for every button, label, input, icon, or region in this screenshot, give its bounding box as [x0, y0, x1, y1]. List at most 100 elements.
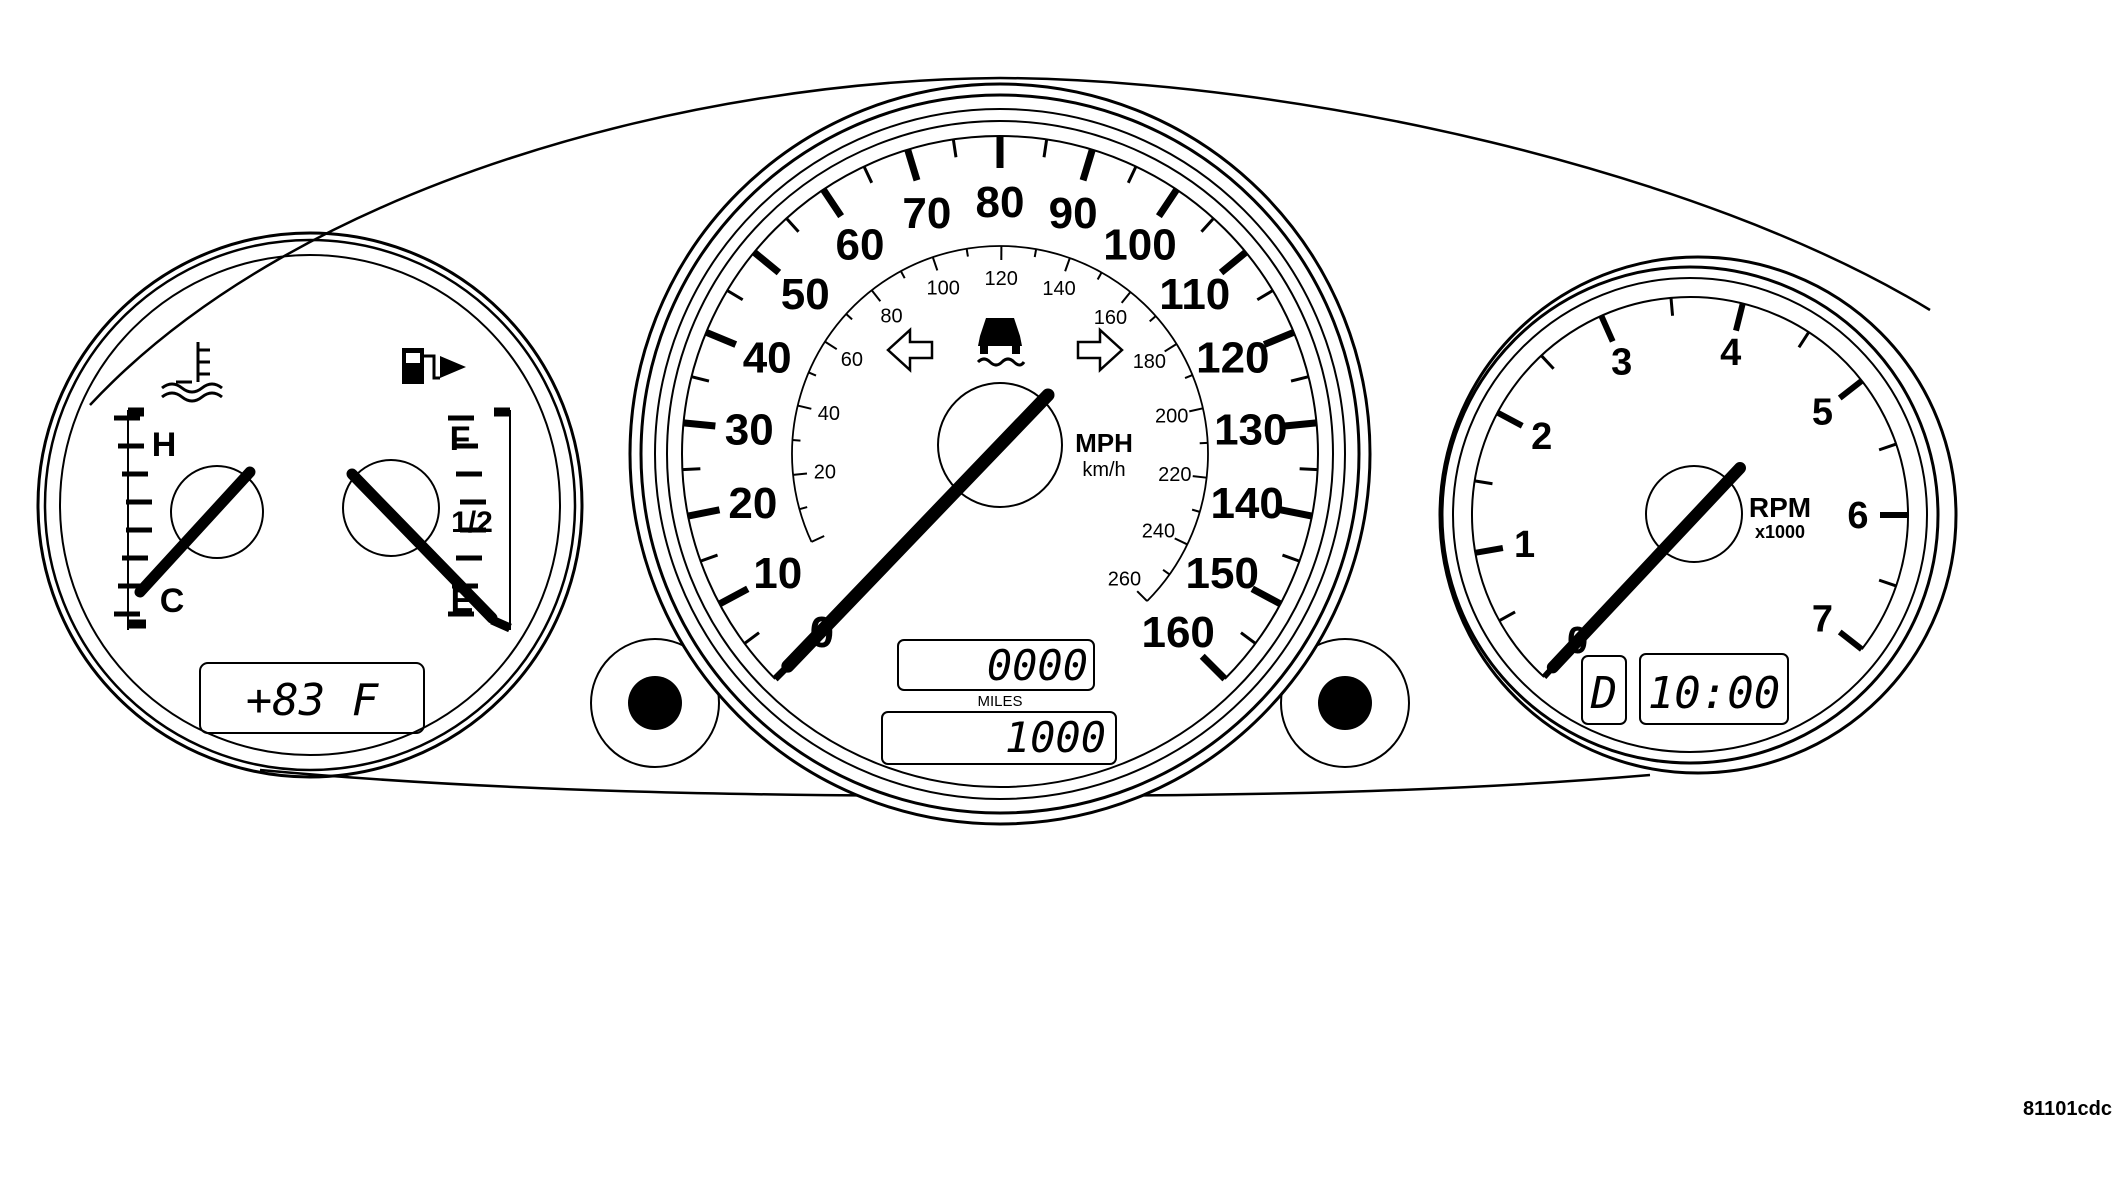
fuel-gauge-hub	[342, 459, 440, 557]
kmh-tick	[1192, 475, 1207, 479]
kmh-tick	[792, 439, 801, 442]
fuel-full-label: F	[450, 420, 471, 458]
mph-label: 50	[781, 270, 830, 319]
fuel-gauge: F 1/2 E	[342, 348, 512, 633]
kmh-label: 60	[841, 349, 863, 371]
kmh-tick	[1136, 590, 1148, 602]
clock-display: 10:00	[1639, 653, 1789, 725]
mph-tick	[1299, 467, 1318, 472]
odometer-units: MILES	[977, 693, 1022, 710]
mph-label: 130	[1214, 405, 1287, 454]
trip-odometer-display: 1000	[881, 711, 1117, 765]
kmh-tick	[792, 472, 808, 476]
mph-tick	[1126, 165, 1138, 184]
mph-tick	[682, 467, 701, 472]
kmh-tick	[899, 270, 906, 279]
fuel-empty-label: E	[451, 582, 474, 620]
kmh-label: 80	[880, 305, 902, 327]
mph-tick	[1218, 249, 1249, 276]
mph-tick	[862, 165, 874, 184]
mph-label: 90	[1049, 189, 1098, 238]
mph-label: 70	[902, 189, 951, 238]
kmh-tick	[1149, 315, 1157, 323]
temp-fuel-pod	[36, 231, 584, 779]
left-turn-signal-icon	[886, 327, 934, 373]
mph-label: 80	[976, 178, 1025, 227]
tach-label: 5	[1812, 392, 1833, 434]
tachometer-hub	[1645, 465, 1743, 563]
tach-label: 3	[1611, 342, 1632, 384]
tach-tick	[1797, 331, 1810, 349]
kmh-tick	[1120, 291, 1132, 304]
kmh-tick	[965, 248, 969, 257]
tach-tick	[1598, 314, 1616, 343]
kmh-tick	[824, 340, 838, 351]
mph-label: 40	[743, 334, 792, 383]
tach-tick	[1669, 297, 1675, 316]
mph-tick	[751, 249, 782, 276]
temp-cold-label: C	[160, 582, 185, 620]
tach-tick	[1878, 442, 1897, 452]
kmh-label: 100	[926, 277, 959, 299]
mph-label: 20	[728, 479, 777, 528]
fuel-pump-icon	[402, 348, 466, 384]
kmh-tick	[811, 535, 825, 543]
fuel-gauge-needle	[346, 468, 498, 624]
mph-label: 160	[1141, 608, 1214, 657]
tach-tick	[1496, 410, 1524, 429]
speedometer-mph-labels: 0102030405060708090100110120130140150160	[725, 178, 1288, 657]
tach-label: 7	[1812, 598, 1833, 640]
tach-tick	[1474, 545, 1504, 556]
tach-tick	[1540, 354, 1555, 370]
kmh-label: 260	[1108, 568, 1141, 590]
temp-gauge-needle	[134, 466, 256, 598]
mph-tick	[1155, 187, 1180, 219]
kmh-tick	[1189, 407, 1204, 413]
mph-label: 100	[1103, 220, 1176, 269]
clock-value: 10:00	[1648, 668, 1780, 719]
temp-hot-label: H	[152, 426, 177, 464]
tachometer-ticks	[1474, 297, 1908, 680]
tachometer-multiplier: x1000	[1755, 522, 1805, 542]
trip-odometer-value: 1000	[1005, 713, 1106, 762]
kmh-tick	[1064, 257, 1071, 272]
temp-gauge-hub	[170, 465, 264, 559]
kmh-tick	[808, 371, 817, 377]
kmh-tick	[1033, 248, 1038, 258]
temp-gauge: H C	[114, 342, 264, 630]
kmh-tick	[1162, 568, 1171, 576]
kmh-label: 160	[1094, 307, 1127, 329]
outside-temp-display: +83 F	[199, 662, 425, 734]
mph-tick	[1262, 329, 1296, 348]
kmh-label: 120	[984, 268, 1017, 290]
mph-tick	[687, 506, 721, 520]
mph-tick	[1042, 139, 1049, 158]
coolant-temperature-icon	[161, 342, 223, 403]
speedometer-mph-ticks	[682, 136, 1318, 682]
speedometer-needle	[781, 388, 1055, 673]
mph-tick	[1256, 289, 1274, 302]
kmh-tick	[1191, 508, 1201, 513]
mph-tick	[1250, 585, 1283, 607]
mph-label: 110	[1159, 270, 1230, 319]
kmh-tick	[1096, 271, 1103, 280]
outside-temp-value: +83 F	[246, 675, 380, 726]
kmh-tick	[1174, 537, 1188, 546]
tach-label: 1	[1514, 524, 1535, 566]
tach-tick	[1878, 578, 1897, 588]
tach-label: 2	[1531, 416, 1552, 458]
mph-label: 120	[1196, 334, 1269, 383]
left-knob	[590, 638, 720, 768]
traction-control-icon	[976, 318, 1026, 367]
mph-tick	[683, 419, 716, 430]
tach-tick	[1474, 479, 1493, 486]
right-knob	[1280, 638, 1410, 768]
kmh-label: 20	[814, 462, 836, 484]
mph-tick	[820, 187, 845, 219]
mph-tick	[785, 217, 800, 233]
tach-tick	[1733, 302, 1746, 332]
mph-label: 140	[1210, 479, 1283, 528]
